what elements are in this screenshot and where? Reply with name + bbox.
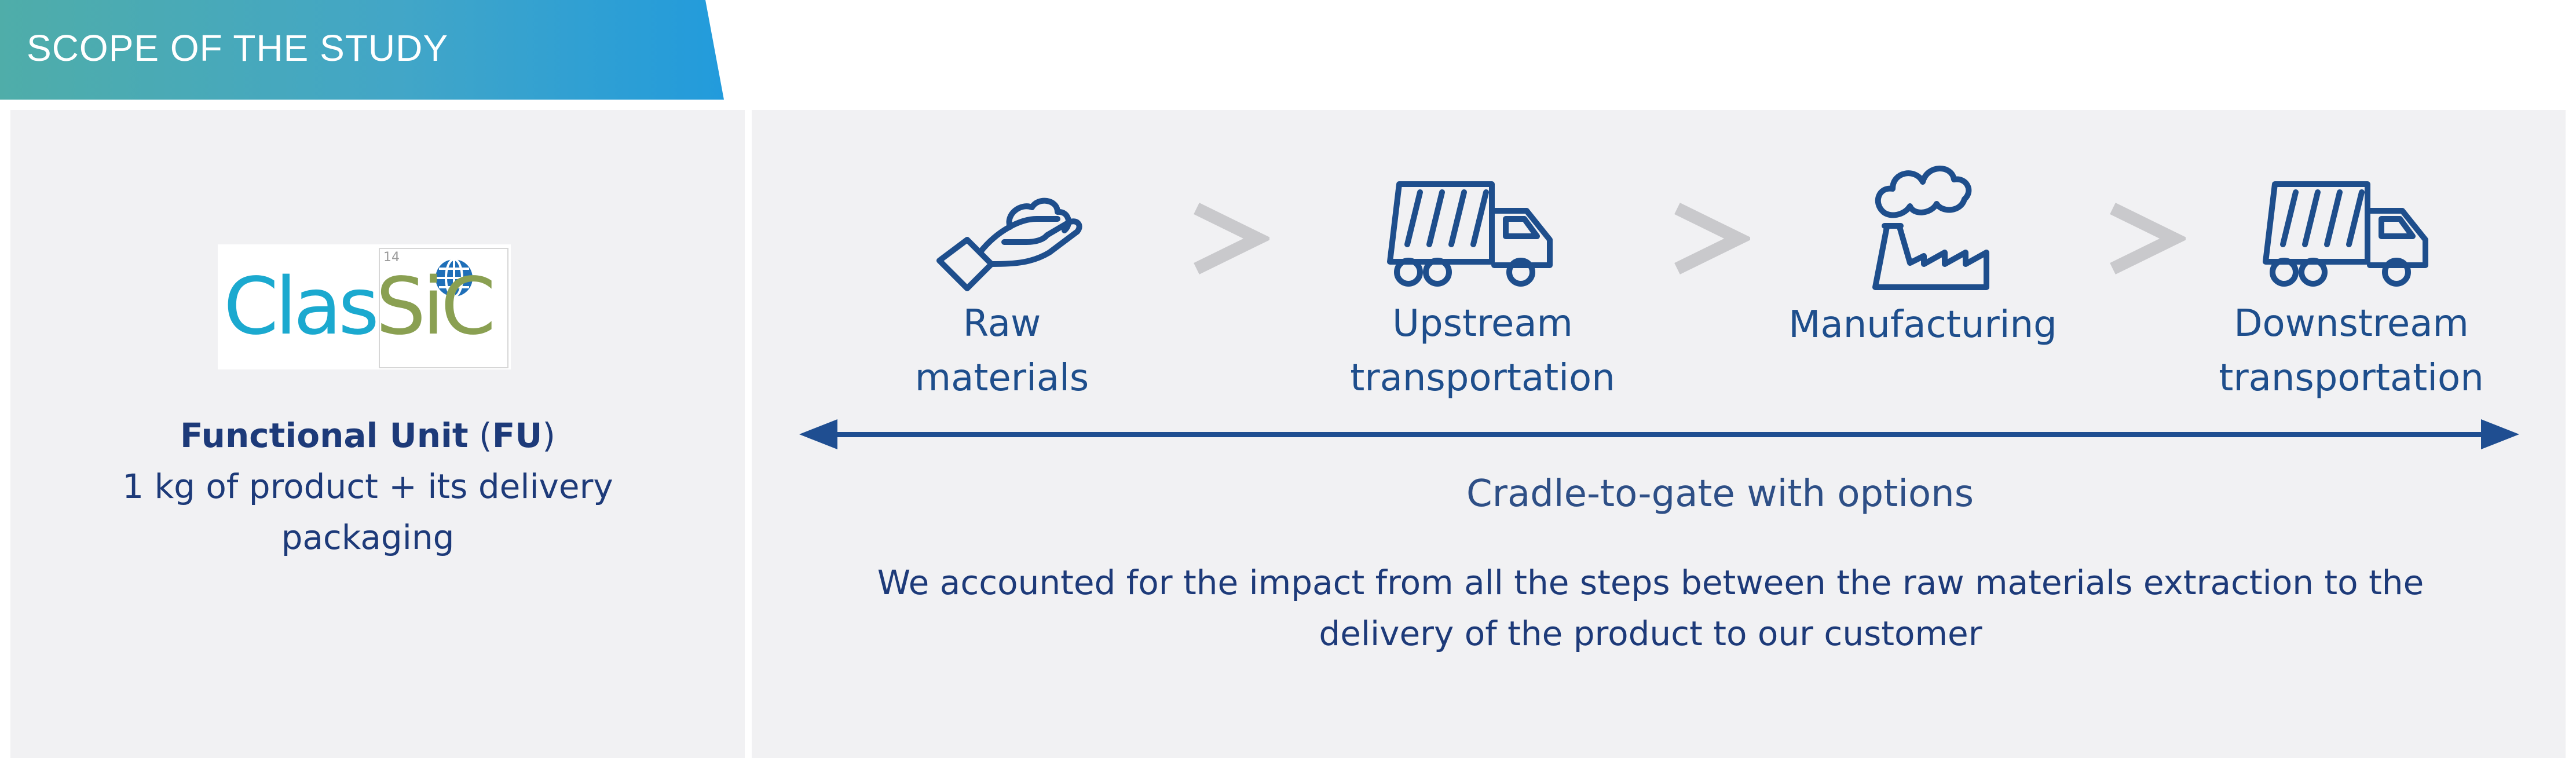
left-panel bbox=[10, 110, 745, 758]
step-label-line-2: transportation bbox=[2219, 357, 2484, 400]
functional-unit-title: Functional Unit (FU) bbox=[41, 410, 695, 461]
logo-text-clas: Clas bbox=[224, 261, 379, 353]
step-label-line-1: Downstream bbox=[2234, 302, 2469, 345]
logo-tile-number: 14 bbox=[383, 250, 400, 265]
hand-icon bbox=[936, 197, 1082, 291]
globe-icon bbox=[436, 258, 473, 298]
functional-unit-block: Functional Unit (FU) 1 kg of product + i… bbox=[41, 410, 695, 563]
scope-label: Cradle-to-gate with options bbox=[1466, 473, 1974, 515]
fu-title-text: Functional Unit bbox=[180, 416, 469, 455]
step-label-raw-materials: Raw materials bbox=[857, 296, 1147, 405]
section-header-tab bbox=[0, 0, 724, 100]
fu-title-close: ) bbox=[542, 416, 556, 455]
scope-description-line-1: We accounted for the impact from all the… bbox=[877, 563, 2424, 602]
logo-element-tile: 14 bbox=[379, 248, 508, 368]
step-label-line-2: materials bbox=[914, 357, 1089, 400]
step-label-line-1: Raw bbox=[963, 302, 1041, 345]
truck-icon bbox=[1387, 181, 1553, 287]
chevron-right-icon bbox=[1194, 203, 1269, 274]
factory-icon bbox=[1872, 166, 1989, 290]
scope-description: We accounted for the impact from all the… bbox=[822, 557, 2479, 659]
logo-wordmark: ClasSiC bbox=[224, 268, 496, 346]
step-label-manufacturing: Manufacturing bbox=[1761, 298, 2085, 352]
logo-text-sic: SiC bbox=[375, 261, 496, 353]
chevron-right-icon bbox=[2110, 203, 2186, 274]
fu-description-line-2: packaging bbox=[281, 518, 455, 557]
truck-icon bbox=[2263, 181, 2428, 287]
classic-logo: 14 ClasSiC bbox=[218, 244, 511, 369]
step-label-line-2: transportation bbox=[1350, 357, 1615, 400]
section-title: SCOPE OF THE STUDY bbox=[27, 27, 449, 69]
chevron-right-icon bbox=[1674, 203, 1750, 274]
fu-description-line-1: 1 kg of product + its delivery bbox=[122, 467, 613, 506]
fu-abbr: FU bbox=[492, 416, 543, 455]
step-label-line-1: Manufacturing bbox=[1788, 303, 2057, 346]
step-label-line-1: Upstream bbox=[1392, 302, 1573, 345]
step-label-downstream-transportation: Downstream transportation bbox=[2166, 296, 2537, 405]
scope-double-arrow bbox=[799, 419, 2519, 449]
step-label-upstream-transportation: Upstream transportation bbox=[1297, 296, 1668, 405]
fu-title-open: ( bbox=[468, 416, 492, 455]
scope-description-line-2: delivery of the product to our customer bbox=[1319, 614, 1982, 653]
